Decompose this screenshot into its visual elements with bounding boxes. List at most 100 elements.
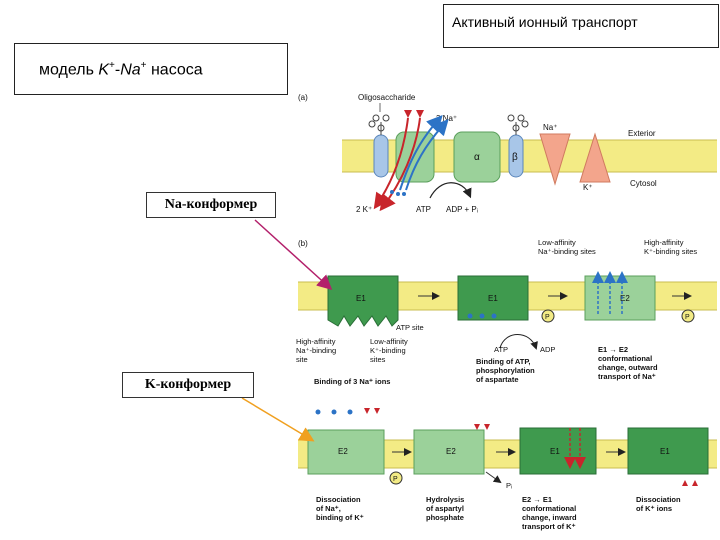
e2-protein-1 [584, 275, 656, 321]
e2-protein-2 [307, 429, 385, 475]
na-conformer-label: Na-конформер [146, 192, 276, 218]
pi-release-arrow [485, 471, 502, 484]
dissociation-k-caption-2: of K⁺ ions [636, 504, 672, 513]
binding-atp-caption-2: phosphorylation [476, 366, 535, 375]
na-ion-3 [402, 192, 406, 196]
k2-label: 2 K⁺ [356, 205, 372, 214]
k-influx-arrow-2 [379, 117, 421, 212]
k-conformer-pointer [241, 397, 315, 442]
dissociation-na-caption-1: Dissociation [316, 495, 361, 504]
panel-b-letter: (b) [298, 239, 308, 248]
oligosaccharide-right-icon [507, 114, 529, 135]
na-ion-1 [390, 190, 394, 194]
alpha-label: α [474, 152, 480, 163]
e1-label-3: E1 [550, 447, 560, 456]
atp-site-label: ATP site [396, 323, 424, 332]
released-k-1 [682, 480, 688, 486]
na-ion-2 [396, 192, 400, 196]
na-gradient-label: Na⁺ [543, 123, 557, 132]
k-ion-marker-1 [404, 110, 412, 118]
model-dash: - [114, 61, 121, 79]
binding-atp-caption-1: Binding of ATP, [476, 357, 530, 366]
phosphate-2 [681, 309, 695, 323]
na3-label: 3 Na⁺ [436, 114, 457, 123]
e1-protein-1 [327, 275, 399, 327]
pi-label: Pᵢ [506, 481, 512, 490]
released-k-2 [692, 480, 698, 486]
k-ion-marker-6 [484, 424, 490, 430]
dissociation-na-caption-3: binding of K⁺ [316, 513, 364, 522]
e1-e2-caption-4: transport of Na⁺ [598, 372, 656, 381]
model-suffix: насоса [146, 61, 203, 79]
model-caption: модель K+-Na+ насоса [14, 43, 288, 95]
dissociation-k-caption-1: Dissociation [636, 495, 681, 504]
bound-na-1 [467, 313, 473, 319]
high-affinity-k-label-2: K⁺-binding sites [644, 247, 697, 256]
e2-protein-3 [413, 429, 485, 475]
low-affinity-na-label-2: Na⁺-binding sites [538, 247, 596, 256]
phosphate-1 [541, 309, 555, 323]
beta-subunit-left [373, 134, 389, 178]
hydrolysis-caption-2: of aspartyl [426, 504, 464, 513]
released-na-1 [315, 409, 321, 415]
beta-label: β [512, 152, 518, 163]
model-k-charge: + [109, 60, 115, 71]
phosphate-2-label: P [685, 314, 690, 321]
na-efflux-arrow-2 [405, 119, 449, 191]
e2-e1-caption-4: transport of K⁺ [522, 522, 576, 531]
oligosaccharide-left-icon [368, 114, 390, 135]
bound-na-3 [491, 313, 497, 319]
released-na-3 [347, 409, 353, 415]
atp-hydrolysis-arrow [429, 182, 472, 199]
phosphate-1-label: P [545, 314, 550, 321]
e2-label-2: E2 [338, 447, 348, 456]
e1-e2-caption-2: conformational [598, 354, 652, 363]
low-affinity-na-label-1: Low-affinity [538, 238, 576, 247]
e1-label-2: E1 [488, 294, 498, 303]
cytosol-label: Cytosol [630, 179, 657, 188]
k-gradient-label: K⁺ [583, 183, 593, 192]
atp-binding-arrow [499, 334, 538, 350]
adp-pi-label-a: ADP + Pᵢ [446, 205, 478, 214]
model-prefix: модель [39, 61, 99, 79]
e1-e2-caption-1: E1 → E2 [598, 345, 628, 354]
binding-3na-caption: Binding of 3 Na⁺ ions [314, 377, 390, 386]
hydrolysis-caption-3: phosphate [426, 513, 464, 522]
high-affinity-na-label-2: Na⁺-binding [296, 346, 336, 355]
e1-e2-caption-3: change, outward [598, 363, 658, 372]
high-affinity-na-label-1: High-affinity [296, 337, 336, 346]
na-gradient-triangle [539, 133, 571, 186]
oligosaccharide-label: Oligosaccharide [358, 93, 416, 102]
low-affinity-k-label-3: sites [370, 355, 386, 364]
panel-a-letter: (a) [298, 93, 308, 102]
atp-label-a: ATP [416, 205, 431, 214]
atp-label-b: ATP [494, 345, 508, 354]
na-conformer-pointer [254, 219, 333, 291]
low-affinity-k-label-1: Low-affinity [370, 337, 408, 346]
bound-na-2 [479, 313, 485, 319]
e2-label-1: E2 [620, 294, 630, 303]
k-ion-marker-4 [374, 408, 380, 414]
k-ion-marker-3 [364, 408, 370, 414]
model-na-charge: + [140, 60, 147, 71]
e1-protein-2 [457, 275, 529, 321]
e2-e1-caption-3: change, inward [522, 513, 577, 522]
hydrolysis-caption-1: Hydrolysis [426, 495, 464, 504]
phosphate-3-label: P [393, 476, 398, 483]
e2-label-3: E2 [446, 447, 456, 456]
model-na: Na [120, 61, 141, 79]
k-ion-marker-5 [474, 424, 480, 430]
low-affinity-k-label-2: K⁺-binding [370, 346, 406, 355]
k-ion-marker-2 [416, 110, 424, 118]
e1-label-1: E1 [356, 294, 366, 303]
adp-label-b: ADP [540, 345, 555, 354]
dissociation-na-caption-2: of Na⁺, [316, 504, 341, 513]
model-k: K [98, 61, 110, 79]
exterior-label: Exterior [628, 129, 656, 138]
high-affinity-k-label-1: High-affinity [644, 238, 684, 247]
alpha-subunit-block-2 [453, 131, 501, 183]
phosphate-3 [389, 471, 403, 485]
e2-e1-caption-2: conformational [522, 504, 576, 513]
released-na-2 [331, 409, 337, 415]
